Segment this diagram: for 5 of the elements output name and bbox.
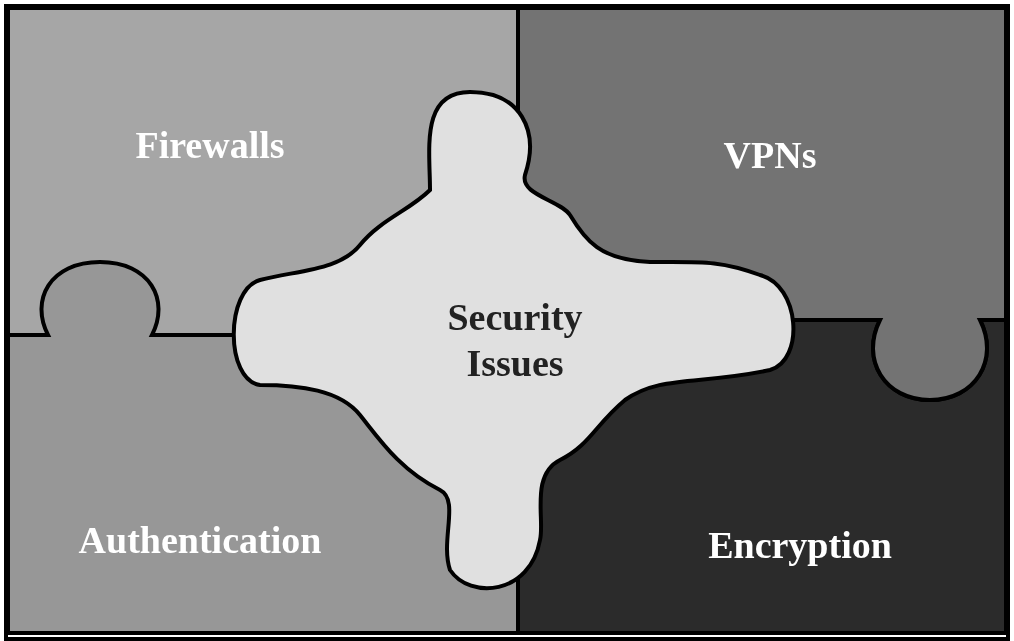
piece-label: Authentication: [78, 518, 322, 563]
piece-label: VPNs: [723, 133, 817, 178]
piece-label: Firewalls: [135, 123, 285, 168]
piece-label: Security Issues: [446, 295, 584, 386]
piece-label: Encryption: [708, 523, 892, 568]
